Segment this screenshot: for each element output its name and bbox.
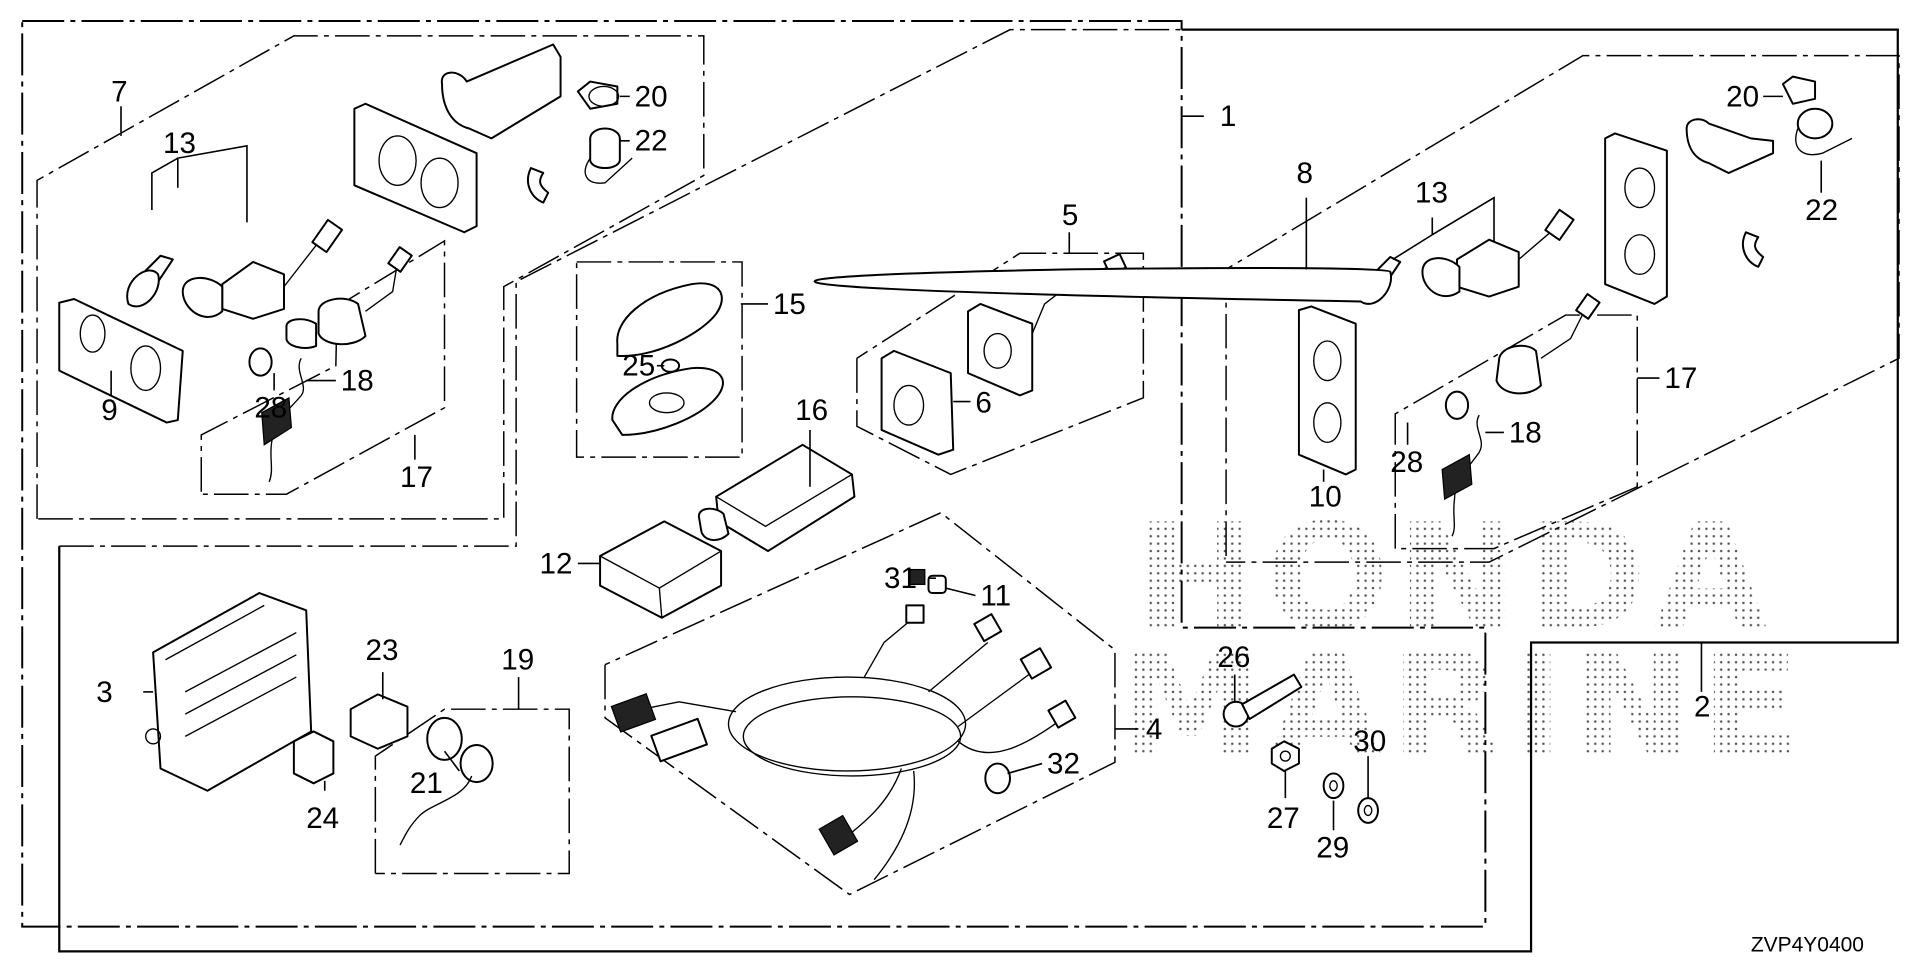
kit-2-frame [58, 28, 1899, 953]
group-7-frame [36, 35, 705, 520]
part-26-bolt [1222, 673, 1303, 728]
part-21-buzzer-holder [399, 716, 494, 846]
part-18b-lanyard [1441, 414, 1482, 537]
part-13b-key [813, 256, 1402, 305]
watermark-honda: HONDA [1136, 494, 1774, 663]
group-17-frame [200, 239, 446, 495]
callout-23: 23 [365, 634, 398, 667]
callout-15: 15 [773, 288, 806, 321]
callout-13-right: 13 [1415, 177, 1448, 210]
callout-8: 8 [1296, 157, 1312, 190]
part-15-key-fob [611, 282, 724, 436]
callout-20-right: 20 [1726, 80, 1759, 113]
callout-22-right: 22 [1805, 194, 1838, 227]
part-10-vertical-cover [1297, 305, 1357, 476]
part-31-clip [909, 568, 926, 586]
diagram-code: ZVP4Y0400 [1751, 933, 1864, 956]
callout-18-right: 18 [1509, 416, 1542, 449]
kit-1-frame [21, 20, 1487, 928]
part-22-buzzer [584, 127, 633, 184]
part-20b-clamp [1781, 75, 1817, 105]
callout-22: 22 [635, 125, 668, 158]
part-29-washer [1322, 772, 1345, 800]
group-5-frame [856, 252, 1145, 476]
part-vertical-mounting-plate [1604, 132, 1668, 305]
watermark: HONDA MARINE [1117, 494, 1800, 792]
group-15-frame [575, 261, 743, 458]
part-clip [527, 167, 550, 204]
part-mounting-plate [353, 102, 478, 234]
part-vertical-bracket [1685, 118, 1775, 174]
callout-24: 24 [306, 802, 339, 835]
group-lower-left-frame [59, 28, 1182, 547]
leader-lines [110, 95, 1823, 831]
part-17-stop-switch [285, 246, 413, 349]
callout-27: 27 [1267, 802, 1300, 835]
callout-17: 17 [400, 461, 433, 494]
callout-19: 19 [501, 644, 534, 677]
part-11-cap [927, 574, 947, 595]
callout-25: 25 [622, 350, 655, 383]
callout-18: 18 [341, 364, 374, 397]
part-13b-ignition-switch [1421, 208, 1575, 298]
callout-1: 1 [1220, 100, 1236, 133]
callout-17-right: 17 [1664, 362, 1697, 395]
part-13-key [126, 254, 174, 308]
callout-32: 32 [1047, 747, 1080, 780]
callout-3: 3 [96, 676, 112, 709]
part-16-control-unit [697, 443, 856, 553]
callout-31: 31 [884, 562, 917, 595]
callout-2: 2 [1694, 691, 1710, 724]
part-20-clamp [576, 80, 620, 110]
part-13-ignition-switch [181, 218, 344, 320]
callout-28: 28 [254, 392, 287, 425]
group-4-frame [604, 511, 1116, 896]
callout-9: 9 [101, 394, 117, 427]
part-27-nut [1270, 740, 1300, 772]
callout-30: 30 [1353, 725, 1386, 758]
group-17b-frame [1394, 314, 1638, 550]
callout-12: 12 [540, 547, 573, 580]
callout-29: 29 [1316, 831, 1349, 864]
part-6-single-cover [880, 349, 955, 456]
callout-13: 13 [163, 127, 196, 160]
part-32-hose-clamp [984, 762, 1011, 795]
callout-labels: 1 2 3 4 5 6 7 8 9 10 11 12 13 13 15 16 1… [96, 75, 1838, 864]
part-18-lanyard [261, 357, 305, 483]
callout-21: 21 [410, 767, 443, 800]
callout-26: 26 [1217, 641, 1250, 674]
callout-6: 6 [975, 387, 991, 420]
callout-5: 5 [1062, 199, 1078, 232]
callout-7: 7 [111, 75, 127, 108]
part-30-lock-washer [1357, 797, 1379, 824]
callout-11: 11 [980, 579, 1011, 612]
part-clip-b [1741, 231, 1765, 268]
part-4-wire-harness [610, 604, 1077, 881]
callout-16: 16 [795, 394, 828, 427]
part-17b-stop-switch [1495, 293, 1601, 395]
part-3-bracket-box [145, 592, 313, 792]
part-bracket [441, 43, 562, 140]
part-28b-nut [1444, 390, 1470, 420]
part-25-battery [660, 358, 681, 373]
part-12-cover-case [599, 520, 723, 619]
callout-20: 20 [635, 80, 668, 113]
callout-28-right: 28 [1390, 446, 1423, 479]
part-9-horizontal-cover [58, 298, 184, 424]
callout-10: 10 [1309, 481, 1342, 514]
part-24-connector-cover [292, 730, 335, 785]
group-19-frame [374, 708, 570, 875]
part-28-nut [248, 347, 273, 377]
callout-4: 4 [1146, 713, 1162, 746]
part-22b-buzzer [1795, 107, 1853, 156]
part-23-connector [349, 693, 409, 750]
